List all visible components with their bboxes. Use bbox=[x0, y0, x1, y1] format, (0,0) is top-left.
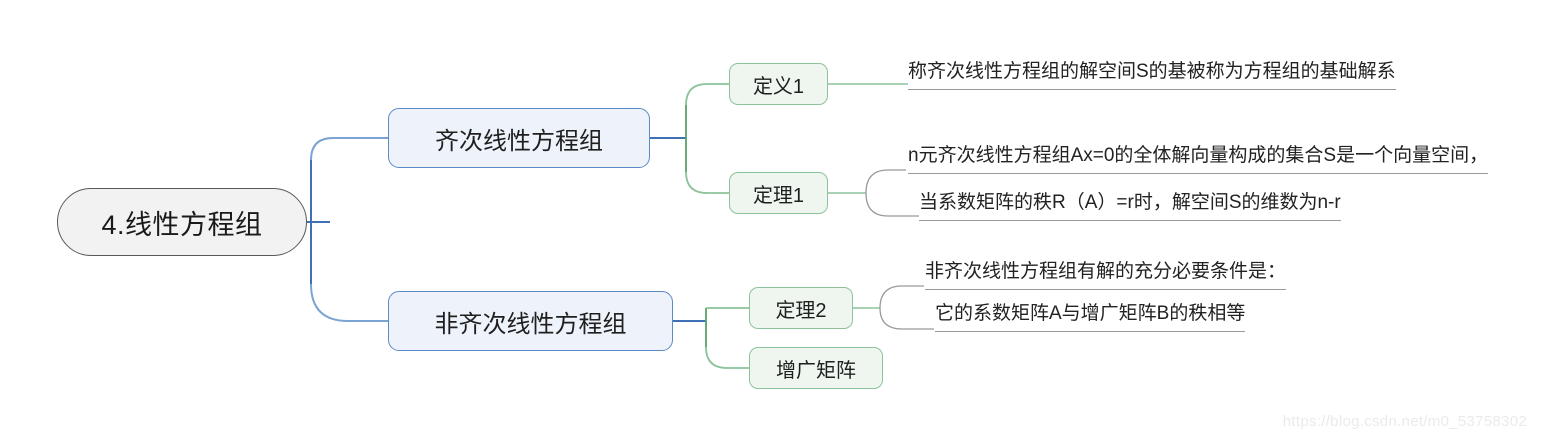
root-node-label: 4.线性方程组 bbox=[101, 209, 263, 240]
connector-thm2-to-notes bbox=[879, 285, 934, 330]
connector-root-to-branch-2 bbox=[310, 283, 388, 322]
leaf-node-theorem-2[interactable]: 定理2 bbox=[749, 287, 853, 329]
branch-node-label: 齐次线性方程组 bbox=[435, 127, 603, 155]
leaf-node-label: 定义1 bbox=[752, 75, 805, 98]
connector-thm1-to-notes bbox=[865, 169, 919, 217]
note-theorem-1-line-1: n元齐次线性方程组Ax=0的全体解向量构成的集合S是一个向量空间， bbox=[908, 141, 1489, 174]
leaf-node-label: 增广矩阵 bbox=[776, 359, 856, 382]
leaf-node-theorem-1[interactable]: 定理1 bbox=[729, 172, 828, 214]
branch-node-label: 非齐次线性方程组 bbox=[434, 310, 627, 338]
connector-branch-1-to-thm1 bbox=[685, 171, 729, 194]
note-theorem-2-line-2: 它的系数矩阵A与增广矩阵B的秩相等 bbox=[935, 299, 1246, 332]
connector-root-to-branch-1 bbox=[310, 137, 388, 161]
leaf-node-label: 定理2 bbox=[775, 299, 827, 322]
note-theorem-2-line-1: 非齐次线性方程组有解的充分必要条件是： bbox=[925, 257, 1287, 290]
watermark: https://blog.csdn.net/m0_53758302 bbox=[1282, 413, 1527, 430]
branch-node-nonhomogeneous[interactable]: 非齐次线性方程组 bbox=[388, 291, 673, 351]
leaf-node-label: 定理1 bbox=[752, 184, 805, 207]
leaf-node-augmented-matrix[interactable]: 增广矩阵 bbox=[749, 347, 883, 389]
leaf-node-definition-1[interactable]: 定义1 bbox=[729, 63, 828, 105]
note-definition-1: 称齐次线性方程组的解空间S的基被称为方程组的基础解系 bbox=[908, 57, 1396, 90]
note-theorem-1-line-2: 当系数矩阵的秩R（A）=r时，解空间S的维数为n-r bbox=[919, 188, 1341, 221]
root-node[interactable]: 4.线性方程组 bbox=[57, 188, 307, 256]
branch-node-homogeneous[interactable]: 齐次线性方程组 bbox=[388, 108, 650, 168]
connector-branch-1-to-def1 bbox=[685, 83, 729, 106]
connector-branch-2-to-matrix bbox=[705, 346, 749, 369]
